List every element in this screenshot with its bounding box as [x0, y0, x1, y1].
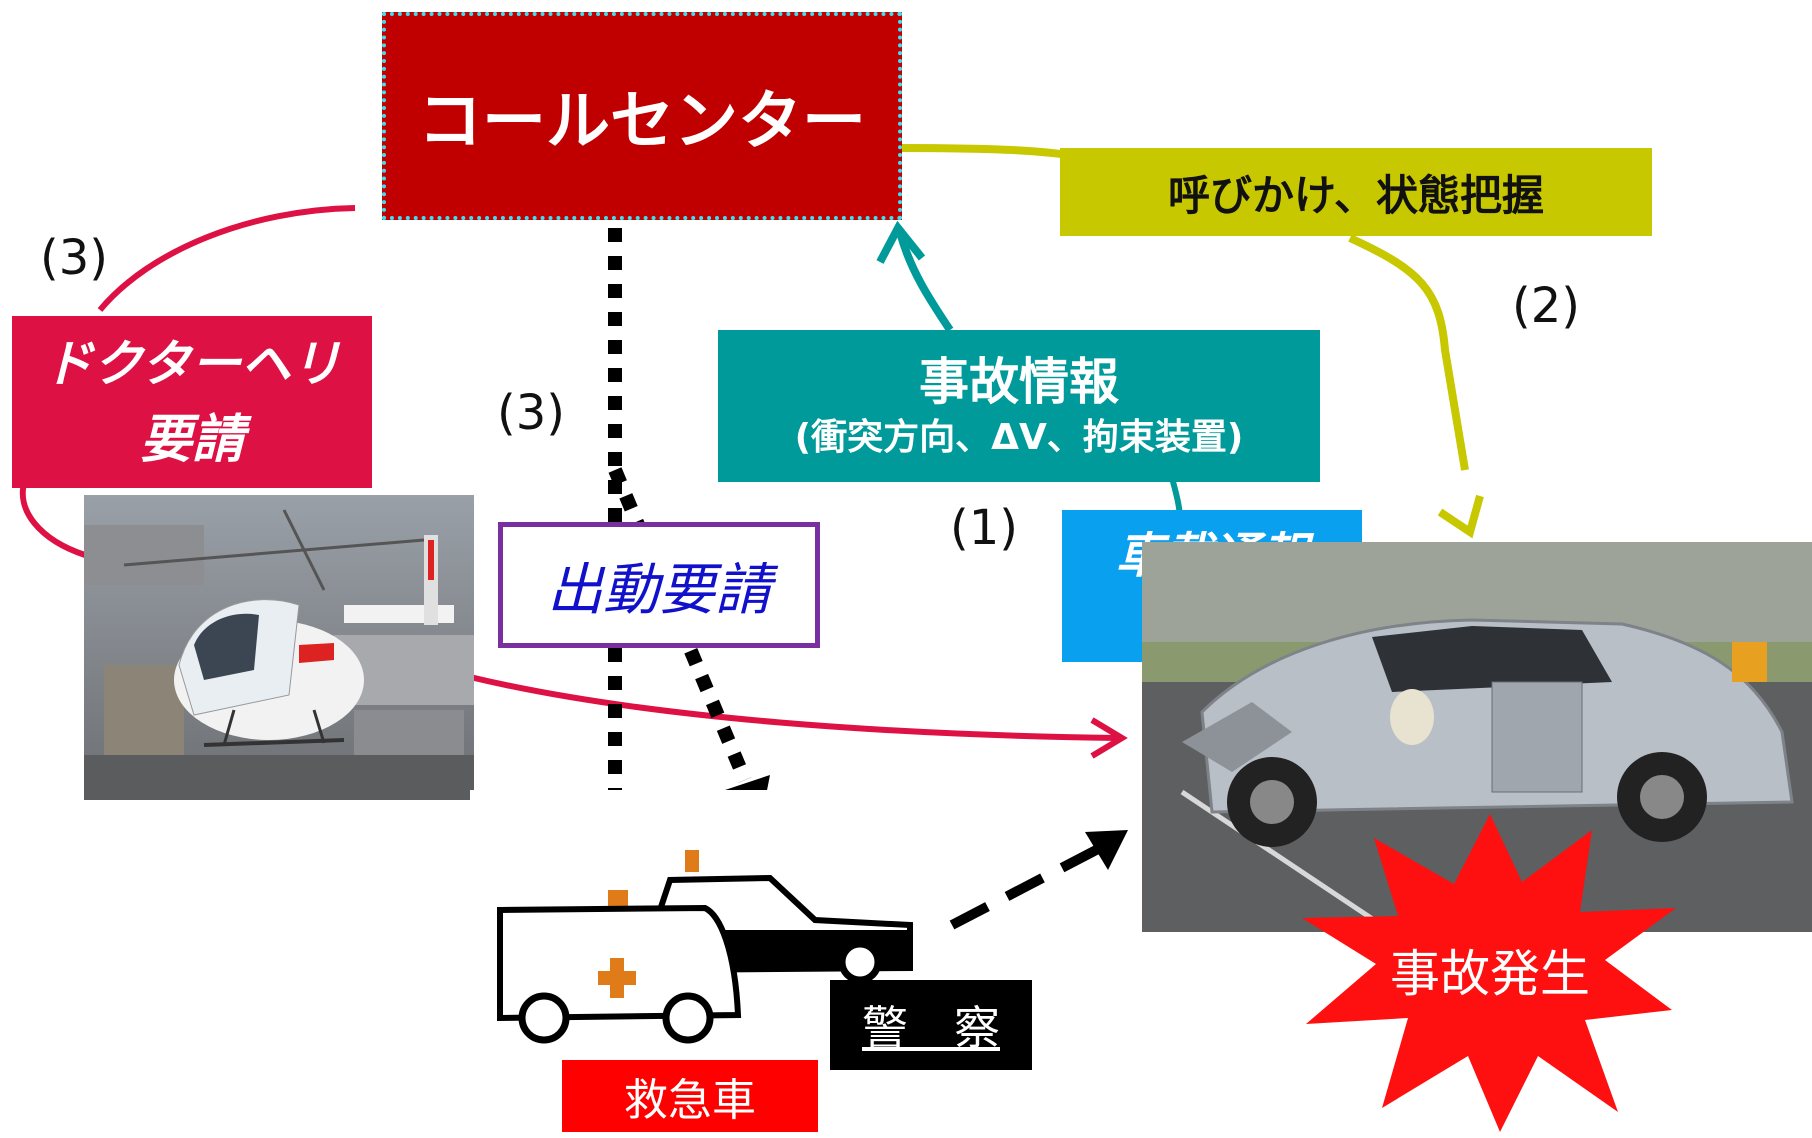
dispatch-request-label: 出動要請	[547, 557, 771, 623]
callout-label: 呼びかけ、状態把握	[1168, 170, 1544, 220]
ambulance-label: 救急車	[562, 1060, 818, 1132]
doctor-heli-line2: 要請	[139, 410, 244, 470]
helicopter-illustration	[84, 495, 474, 800]
accident-info-box: 事故情報 (衝突方向、ΔV、拘束装置)	[718, 330, 1320, 482]
helicopter-photo	[84, 495, 474, 800]
callout-box: 呼びかけ、状態把握	[1060, 148, 1652, 236]
accident-info-title: 事故情報	[919, 353, 1119, 411]
vehicles-panel	[470, 790, 930, 1090]
call-center-box: コールセンター	[382, 12, 902, 220]
callout-arrowhead	[1437, 494, 1484, 539]
heli-request-curve	[97, 205, 356, 312]
step-number-1: (1)	[950, 500, 1018, 556]
accident-label: 事故発生	[1390, 945, 1590, 1003]
dispatch-request-box: 出動要請	[498, 522, 820, 648]
heli-to-accident-arrow	[469, 674, 1121, 741]
police-label: 警 察	[830, 980, 1032, 1070]
police-to-accident-arrow	[949, 843, 1103, 930]
step-number-2: (2)	[1512, 278, 1580, 334]
doctor-heli-line1: ドクターヘリ	[43, 335, 341, 393]
ambulance-icon	[497, 890, 742, 1044]
vehicles-illustration	[497, 850, 913, 1044]
call-center-label: コールセンター	[418, 85, 866, 159]
accident-info-arrow	[896, 230, 954, 333]
doctor-heli-box: ドクターヘリ 要請	[12, 316, 372, 488]
accident-info-detail: (衝突方向、ΔV、拘束装置)	[794, 417, 1244, 458]
accident-burst	[1302, 814, 1676, 1132]
step-number-3-center: (3)	[497, 385, 565, 441]
step-number-3-left: (3)	[40, 230, 108, 286]
